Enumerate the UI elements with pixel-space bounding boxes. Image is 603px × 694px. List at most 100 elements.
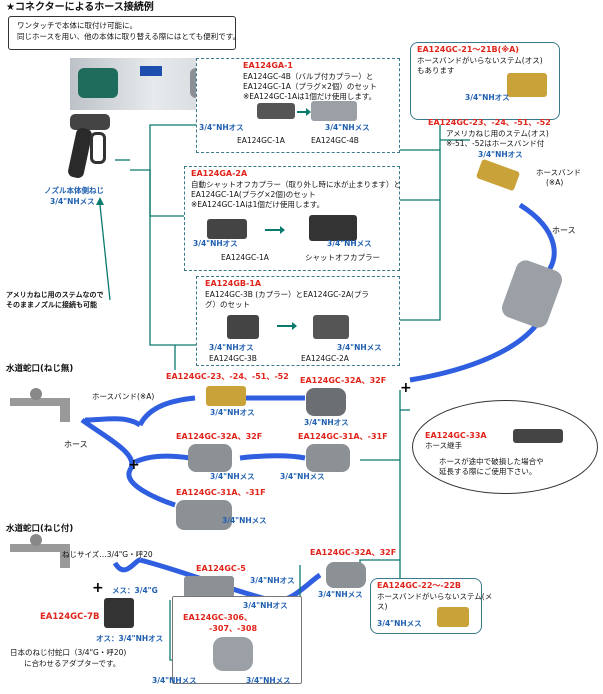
b21-line1: ホースバンドがいらないステム(オス) xyxy=(417,56,543,65)
coupler-3b-image xyxy=(227,315,259,339)
gc5-spec: 3/4"NHオス xyxy=(250,576,295,585)
gc7b-female: メス：3/4"G xyxy=(112,586,158,595)
stem-right-hose: ホース xyxy=(552,226,576,235)
gc306-spec-left: 3/4"NHメス xyxy=(152,676,197,685)
ga1-part-left: EA124GC-1A xyxy=(237,136,285,145)
box-ga1: EA124GA-1 EA124GC-4B（バルブ付カプラー）と EA124GC-… xyxy=(196,58,400,153)
nozzle-head-photo xyxy=(78,68,118,98)
c32a-mid-image xyxy=(188,444,232,472)
hose-upper xyxy=(137,395,196,427)
gb1-code: EA124GB-1A xyxy=(205,279,262,288)
faucet2-title: 水道蛇口(ねじ付) xyxy=(6,524,74,534)
ga2-line1: 自動シャットオフカプラー（取り外し時に水が止まります）と xyxy=(191,180,401,189)
gb1-arrow xyxy=(277,322,297,329)
arrow-photo xyxy=(140,66,162,76)
c32a-top-code: EA124GC-32A、32F xyxy=(300,376,387,385)
stem-right-code: EA124GC-23、-24、-51、-52 xyxy=(428,118,551,127)
plug-2a-image xyxy=(313,315,349,339)
b22-spec: 3/4"NHメス xyxy=(377,619,422,628)
b21-code: EA124GC-21～21B(※A) xyxy=(417,45,519,54)
stem-right-line2: ※-51、-52はホースバンド付 xyxy=(446,139,545,148)
hose-right-main xyxy=(409,318,543,383)
ga1-line1: EA124GC-4B（バルブ付カプラー）と xyxy=(243,72,374,81)
stem-right-spec: 3/4"NHオス xyxy=(478,150,523,159)
gb1-part-left: EA124GC-3B xyxy=(209,354,257,363)
joint-callout: EA124GC-33A ホース継手 ホースが途中で破損した場合や 延長する際にご… xyxy=(412,400,598,494)
gc7b-note2: に合わせるアダプターです。 xyxy=(24,659,121,668)
stem-right-band-note: (※A) xyxy=(546,178,564,187)
gc7b-male: オス：3/4"NHオス xyxy=(96,634,164,643)
gc306-image xyxy=(213,637,253,671)
faucet1-image xyxy=(10,388,80,422)
nozzle-label: ノズル本体側ねじ xyxy=(44,186,104,195)
intro-line2: 同じホースを用い、他の本体に取り替える際にはとても便利です。 xyxy=(17,32,241,41)
ga1-line2: EA124GC-1A（プラグ×2個）のセット xyxy=(243,82,377,91)
box-22: EA124GC-22～-22B ホースバンドがいらないステム(メ ス) 3/4"… xyxy=(370,578,492,634)
plug-1a-image xyxy=(257,103,295,119)
ga2-code: EA124GA-2A xyxy=(191,169,248,178)
stem-left-code: EA124GC-23、-24、-51、-52 xyxy=(166,372,289,381)
gc7b-image xyxy=(104,598,134,628)
gb1-line1: EA124GC-3B (カプラー）とEA124GC-2A(プラ xyxy=(205,290,369,299)
ga2-part-left: EA124GC-1A xyxy=(221,253,269,262)
gc5-image xyxy=(184,576,234,598)
ga1-spec-left: 3/4"NHオス xyxy=(199,123,244,132)
faucet2-thread: ねじサイズ…3/4"G・呼20 xyxy=(62,550,153,559)
ga2-line2: EA124GC-1A(プラグ×2個)のセット xyxy=(191,190,316,199)
joint-line1: ホースが途中で破損した場合や xyxy=(439,457,544,466)
gc306-code2: -307、-308 xyxy=(209,624,258,633)
faucet1-hose: ホース xyxy=(64,440,88,449)
gb1-part-right: EA124GC-2A xyxy=(301,354,349,363)
shutoff-coupler-image xyxy=(309,215,357,241)
c31a-low-code: EA124GC-31A、-31F xyxy=(176,488,266,497)
gb1-spec-right: 3/4"NHメス xyxy=(337,343,382,352)
ga2-line3: ※EA124GC-1Aは1個だけ使用します。 xyxy=(191,200,325,209)
page-title: ★コネクターによるホース接続例 xyxy=(6,2,154,13)
ga2-part-right: シャットオフカプラー xyxy=(305,253,380,262)
stem-22-image xyxy=(437,607,469,627)
ga2-arrow xyxy=(265,226,285,233)
ga1-code: EA124GA-1 xyxy=(243,61,293,70)
stem-left-image xyxy=(206,386,246,406)
gc306-code: EA124GC-306、 xyxy=(183,613,252,622)
box-21: EA124GC-21～21B(※A) ホースバンドがいらないステム(オス) もあ… xyxy=(410,42,560,120)
b22-line1: ホースバンドがいらないステム(メ xyxy=(377,592,493,601)
joint-image xyxy=(513,429,563,443)
nozzle-note-line2: そのままノズルに接続も可能 xyxy=(6,301,97,309)
c31a-mid-code: EA124GC-31A、-31F xyxy=(298,432,388,441)
c32a-top-image xyxy=(306,388,346,416)
gb1-spec-left: 3/4"NHオス xyxy=(209,343,254,352)
ga1-line3: ※EA124GC-1Aは1個だけ使用します。 xyxy=(243,92,377,101)
c31a-mid-spec: 3/4"NHメス xyxy=(280,472,325,481)
coupler-4b-image xyxy=(311,101,357,121)
plug-ga2-image xyxy=(207,219,247,239)
ga1-arrow xyxy=(297,108,311,115)
intro-box: ワンタッチで本体に取付け可能に。 同じホースを用い、他の本体に取り替える際にはと… xyxy=(8,16,240,50)
gc306-spec-top: 3/4"NHオス xyxy=(243,601,288,610)
c31a-low-spec: 3/4"NHメス xyxy=(222,516,267,525)
b21-line2: もあります xyxy=(417,66,455,75)
ga2-spec-right: 3/4"NHメス xyxy=(327,239,372,248)
ga1-spec-right: 3/4"NHメス xyxy=(325,123,370,132)
stem-left-spec: 3/4"NHオス xyxy=(210,408,255,417)
gc7b-note1: 日本のねじ付蛇口（3/4"G・呼20) xyxy=(10,648,127,657)
svg-text:+: + xyxy=(400,380,412,396)
box-gb1: EA124GB-1A EA124GC-3B (カプラー）とEA124GC-2A(… xyxy=(196,276,400,366)
faucet1-band: ホースバンド(※A) xyxy=(92,392,155,401)
stem-21-image xyxy=(507,73,547,97)
faucet1-title: 水道蛇口(ねじ無) xyxy=(6,364,74,374)
b22-line2: ス) xyxy=(377,602,388,611)
svg-text:+: + xyxy=(128,457,140,473)
intro-line1: ワンタッチで本体に取付け可能に。 xyxy=(17,21,137,30)
gc306-spec-right: 3/4"NHメス xyxy=(246,676,291,685)
c31a-mid-image xyxy=(306,444,350,472)
stem-right-line1: アメリカねじ用のステム(オス) xyxy=(446,129,549,138)
b21-spec: 3/4"NHオス xyxy=(465,93,510,102)
c32a-mid-code: EA124GC-32A、32F xyxy=(176,432,263,441)
ga2-spec-left: 3/4"NHオス xyxy=(193,239,238,248)
nozzle-note-line1: アメリカねじ用のステムなので xyxy=(6,291,104,299)
c32a-low-image xyxy=(326,562,366,588)
joint-line2: 延長する際にご使用下さい。 xyxy=(439,467,537,476)
c31a-low-image xyxy=(176,500,232,530)
gb1-line2: グ）のセット xyxy=(205,300,250,309)
